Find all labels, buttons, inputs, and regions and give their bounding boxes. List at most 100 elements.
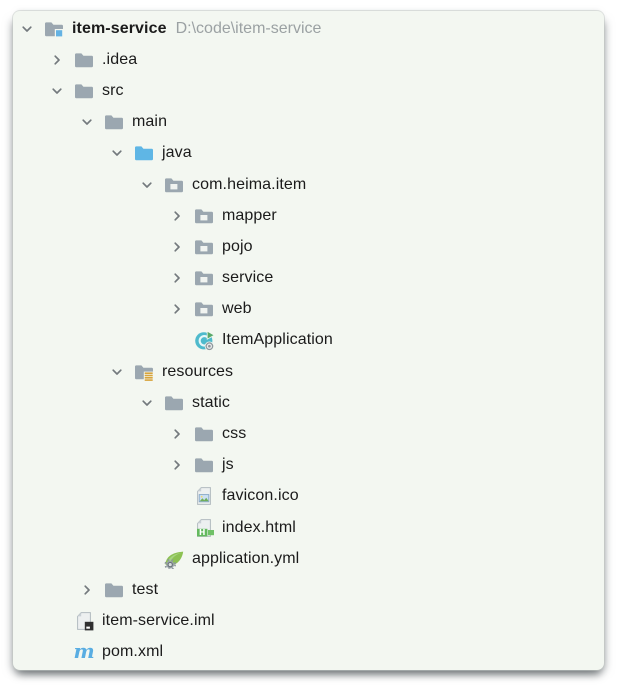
tree-row-item-service[interactable]: item-service D:\code\item-service xyxy=(13,13,604,44)
indent-spacer xyxy=(13,153,103,154)
package-icon xyxy=(192,267,216,289)
tree-row-service[interactable]: service xyxy=(13,263,604,294)
tree-row-main[interactable]: main xyxy=(13,107,604,138)
package-icon xyxy=(162,174,186,196)
twisty-spacer xyxy=(43,640,71,664)
tree-item-label: css xyxy=(222,425,247,443)
folder-icon xyxy=(72,49,96,71)
indent-spacer xyxy=(13,496,163,497)
indent-spacer xyxy=(13,465,163,466)
project-tool-window: item-service D:\code\item-service .idea src… xyxy=(13,11,604,670)
tree-row-itemapplication[interactable]: ItemApplication xyxy=(13,325,604,356)
folder-icon xyxy=(102,111,126,133)
indent-spacer xyxy=(13,90,43,91)
folder-icon xyxy=(192,454,216,476)
indent-spacer xyxy=(13,589,73,590)
tree-row-web[interactable]: web xyxy=(13,294,604,325)
maven-file-icon: m xyxy=(72,641,96,663)
chevron-down-icon[interactable] xyxy=(103,360,131,384)
package-icon xyxy=(192,205,216,227)
twisty-spacer xyxy=(163,328,191,352)
chevron-down-icon[interactable] xyxy=(133,391,161,415)
project-tree: item-service D:\code\item-service .idea src… xyxy=(13,13,604,670)
indent-spacer xyxy=(13,246,163,247)
indent-spacer xyxy=(13,371,103,372)
twisty-spacer xyxy=(163,516,191,540)
tree-item-label: pom.xml xyxy=(102,643,164,661)
package-icon xyxy=(192,236,216,258)
tree-item-label: main xyxy=(132,113,168,131)
tree-item-label: js xyxy=(222,456,234,474)
tree-item-label: web xyxy=(222,300,252,318)
chevron-right-icon[interactable] xyxy=(73,578,101,602)
tree-row-mapper[interactable]: mapper xyxy=(13,200,604,231)
tree-row-test[interactable]: test xyxy=(13,574,604,605)
indent-spacer xyxy=(13,184,133,185)
indent-spacer xyxy=(13,652,43,653)
svg-text:H: H xyxy=(199,528,205,537)
indent-spacer xyxy=(13,558,133,559)
tree-item-label: application.yml xyxy=(192,549,300,567)
tree-row-js[interactable]: js xyxy=(13,450,604,481)
tree-row-item-service.iml[interactable]: item-service.iml xyxy=(13,606,604,637)
tree-item-label: .idea xyxy=(102,50,138,68)
tree-row-css[interactable]: css xyxy=(13,418,604,449)
tree-item-label: mapper xyxy=(222,206,277,224)
chevron-right-icon[interactable] xyxy=(163,453,191,477)
tree-item-label: service xyxy=(222,269,274,287)
tree-item-label: resources xyxy=(162,362,234,380)
html-file-icon: H xyxy=(192,517,216,539)
module-file-icon xyxy=(72,610,96,632)
chevron-right-icon[interactable] xyxy=(163,235,191,259)
indent-spacer xyxy=(13,122,73,123)
tree-row-static[interactable]: static xyxy=(13,387,604,418)
chevron-right-icon[interactable] xyxy=(43,48,71,72)
chevron-down-icon[interactable] xyxy=(133,173,161,197)
tree-item-label: src xyxy=(102,81,124,99)
chevron-down-icon[interactable] xyxy=(73,110,101,134)
chevron-down-icon[interactable] xyxy=(13,17,41,41)
indent-spacer xyxy=(13,340,163,341)
tree-item-label: com.heima.item xyxy=(192,175,307,193)
tree-row-application.yml[interactable]: application.yml xyxy=(13,543,604,574)
project-path: D:\code\item-service xyxy=(175,19,322,37)
tree-row-.idea[interactable]: .idea xyxy=(13,44,604,75)
tree-row-com.heima.item[interactable]: com.heima.item xyxy=(13,169,604,200)
chevron-right-icon[interactable] xyxy=(163,297,191,321)
chevron-down-icon[interactable] xyxy=(43,79,71,103)
indent-spacer xyxy=(13,215,163,216)
tree-row-resources[interactable]: resources xyxy=(13,356,604,387)
tree-row-java[interactable]: java xyxy=(13,138,604,169)
svg-text:m: m xyxy=(74,642,95,662)
tree-item-label: item-service.iml xyxy=(102,612,215,630)
tree-item-label: test xyxy=(132,580,159,598)
project-folder-icon xyxy=(42,18,66,40)
indent-spacer xyxy=(13,527,163,528)
folder-icon xyxy=(72,80,96,102)
runnable-class-icon xyxy=(192,329,216,351)
indent-spacer xyxy=(13,621,43,622)
twisty-spacer xyxy=(163,484,191,508)
indent-spacer xyxy=(13,309,163,310)
chevron-down-icon[interactable] xyxy=(103,141,131,165)
tree-item-label: index.html xyxy=(222,518,296,536)
image-file-icon xyxy=(192,485,216,507)
tree-item-label: java xyxy=(162,144,192,162)
tree-row-pom.xml[interactable]: m pom.xml xyxy=(13,637,604,668)
indent-spacer xyxy=(13,278,163,279)
chevron-right-icon[interactable] xyxy=(163,422,191,446)
tree-row-src[interactable]: src xyxy=(13,75,604,106)
chevron-right-icon[interactable] xyxy=(163,266,191,290)
folder-icon xyxy=(192,423,216,445)
indent-spacer xyxy=(13,402,133,403)
spring-config-file-icon xyxy=(162,548,186,570)
tree-row-favicon.ico[interactable]: favicon.ico xyxy=(13,481,604,512)
folder-icon xyxy=(102,579,126,601)
tree-item-label: item-service xyxy=(72,19,167,37)
resources-folder-icon xyxy=(132,361,156,383)
tree-row-pojo[interactable]: pojo xyxy=(13,231,604,262)
twisty-spacer xyxy=(43,609,71,633)
tree-item-label: pojo xyxy=(222,237,253,255)
chevron-right-icon[interactable] xyxy=(163,204,191,228)
